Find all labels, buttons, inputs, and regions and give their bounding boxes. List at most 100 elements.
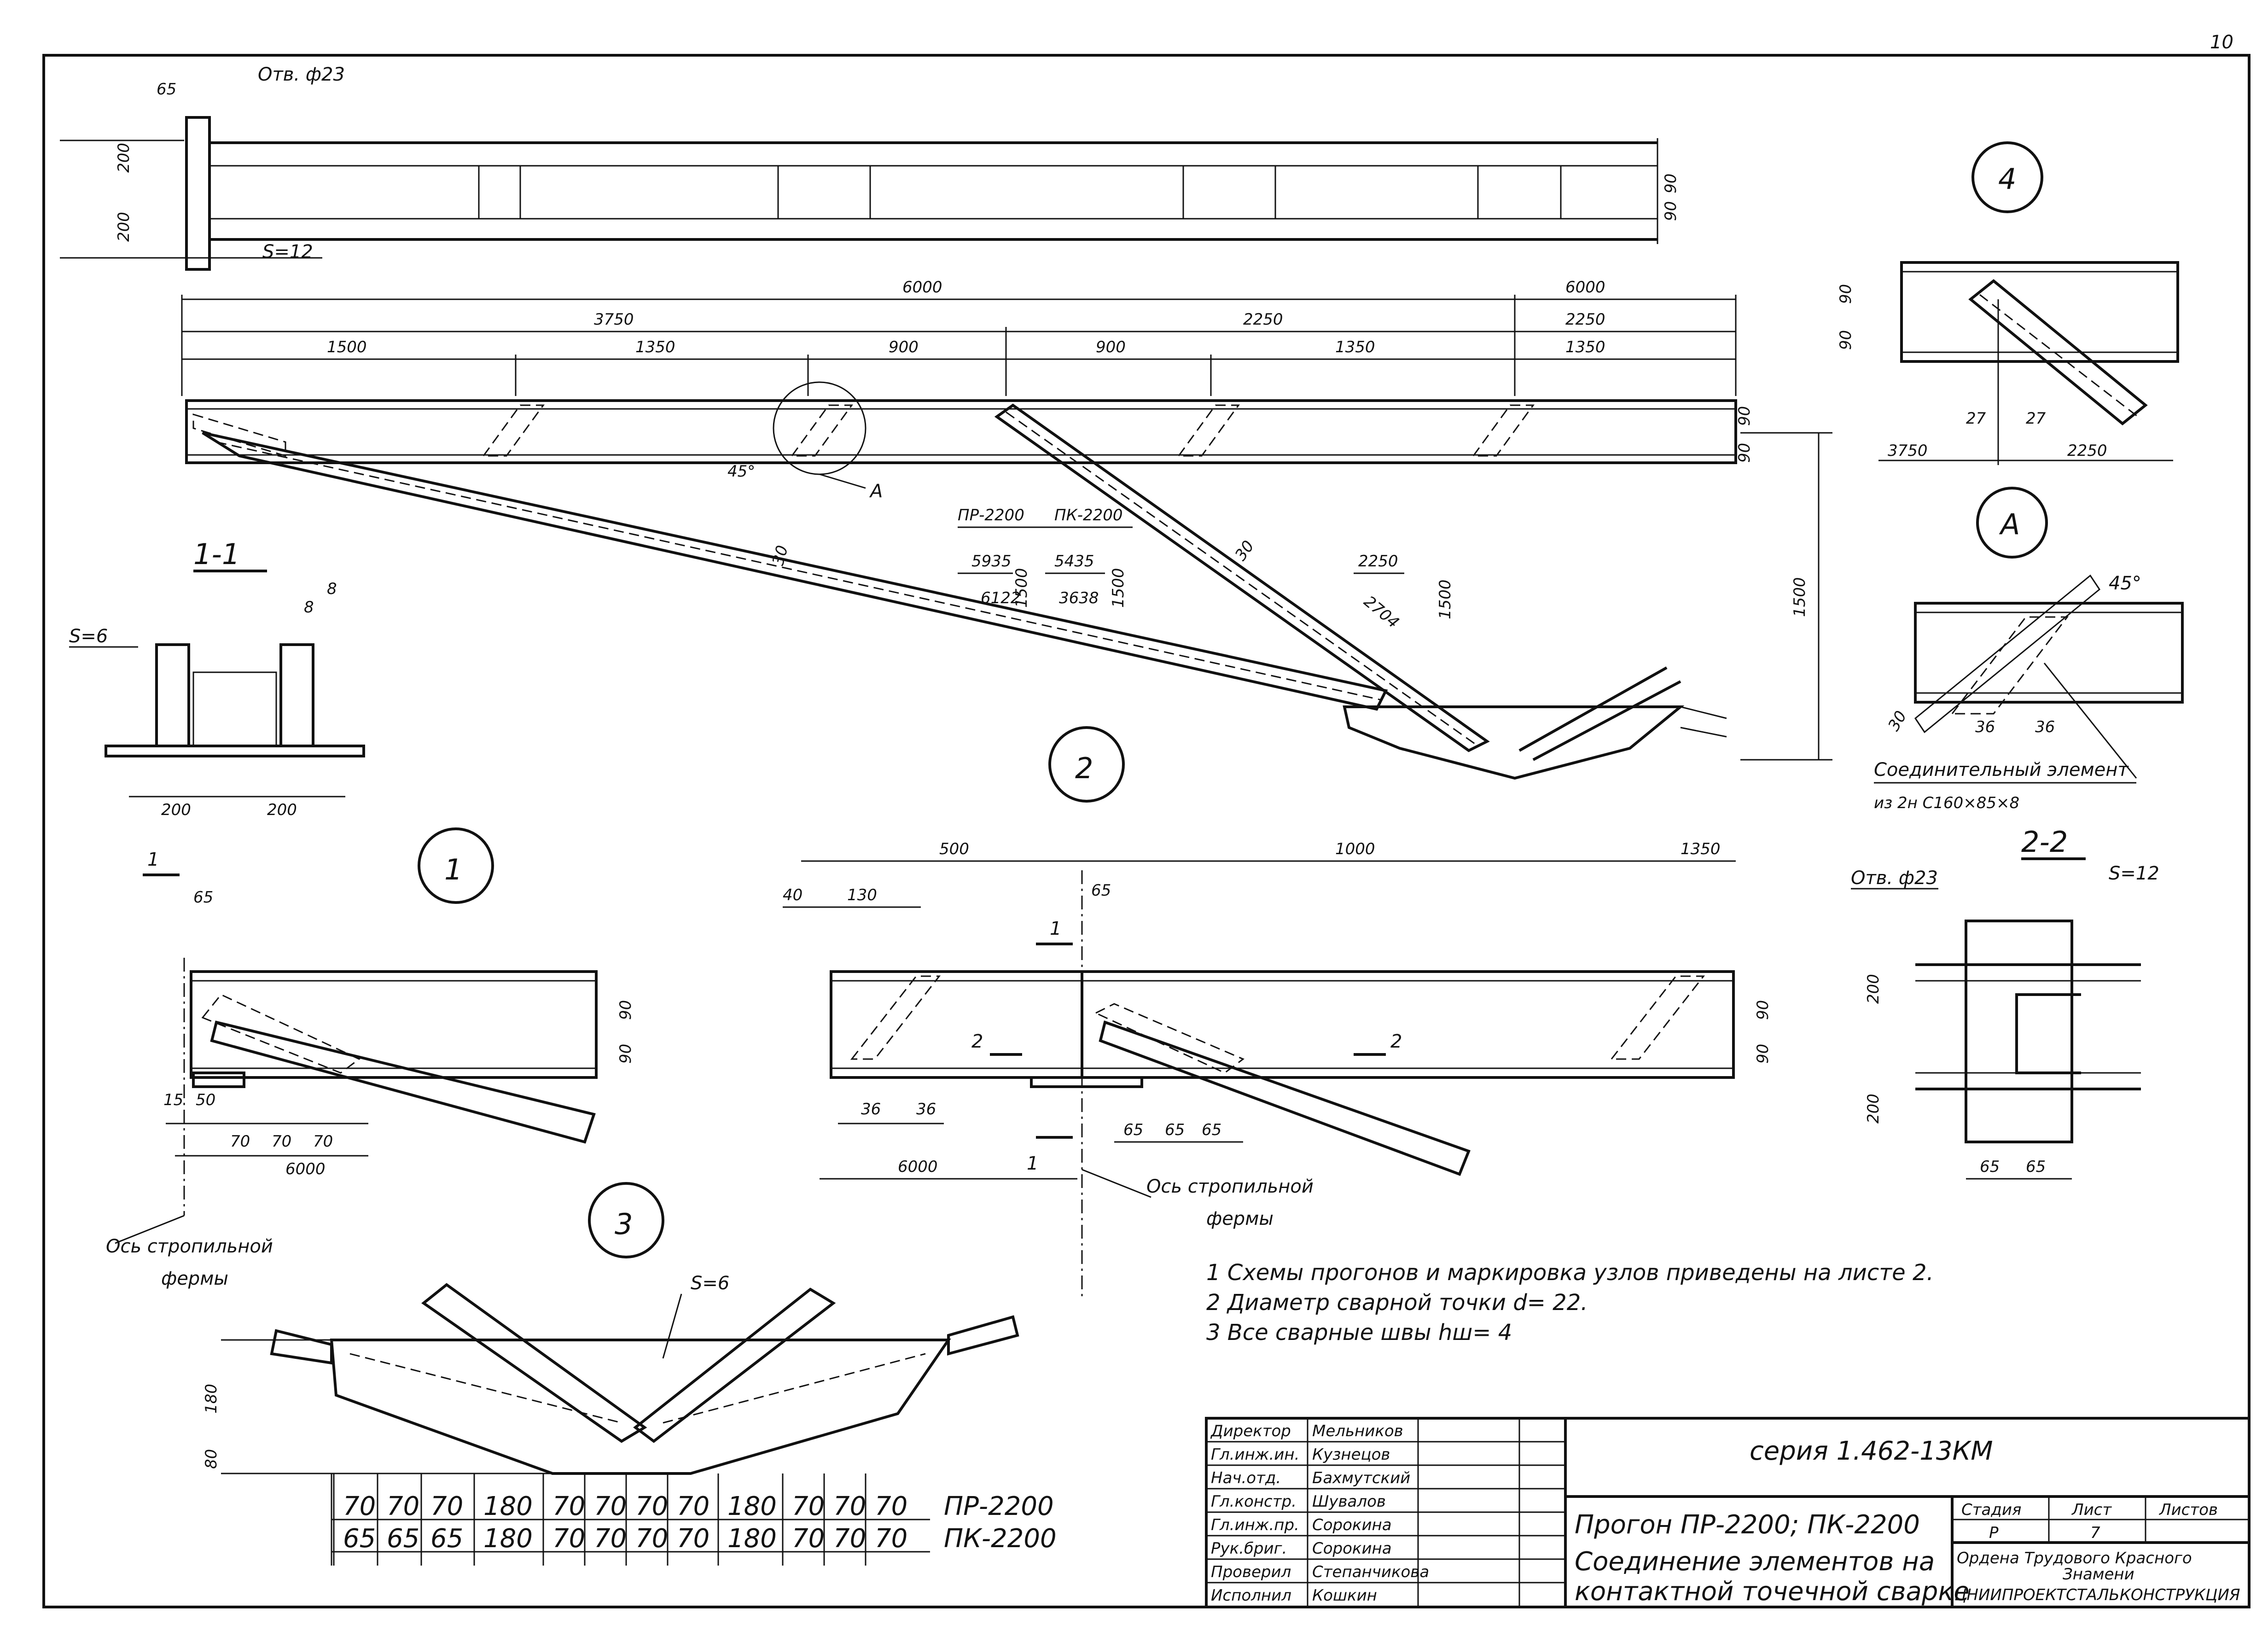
notes: 1 Схемы прогонов и маркировка узлов прив…	[1206, 1260, 1934, 1345]
tb-subtitle: Соединение элементов на	[1575, 1547, 1935, 1577]
detail-3-pr-dim: 70	[552, 1491, 585, 1521]
s22-title: 2-2	[2021, 825, 2068, 859]
tb-name: Степанчикова	[1312, 1563, 1429, 1581]
s11-pk-1500: 1500	[1109, 568, 1128, 608]
detail-1-cut: 1	[147, 849, 159, 870]
detail-3-pr-dim: 70	[875, 1491, 907, 1521]
detail-2-circle	[1048, 726, 1125, 803]
s11-dim-6000b: 6000	[1565, 278, 1605, 297]
tb-role: Рук.бриг.	[1211, 1539, 1287, 1558]
detail-4-dim-90a: 90	[1837, 284, 1855, 304]
s22-dim-65b: 65	[2026, 1158, 2046, 1176]
detail-2-dim-6000: 6000	[898, 1158, 938, 1176]
s22-hole: Отв. ф23	[1851, 868, 1938, 889]
detail-3-pr-dim: 70	[343, 1491, 376, 1521]
detail-3-pk-dim: 70	[833, 1524, 866, 1554]
detail-2-dim-130: 130	[847, 886, 877, 904]
s11-rb-1500: 1500	[1436, 579, 1454, 619]
note-2: 2 Диаметр сварной точки d= 22.	[1206, 1290, 1588, 1316]
note-1: 1 Схемы прогонов и маркировка узлов прив…	[1206, 1260, 1934, 1286]
tb-series: серия 1.462-13КМ	[1750, 1436, 1993, 1466]
detail-3-pk-dim: 70	[635, 1524, 668, 1554]
detail-3-pr-dim: 70	[792, 1491, 825, 1521]
tb-org-1: Ордена Трудового Красного	[1957, 1549, 2192, 1567]
s11-pr-1500: 1500	[1012, 568, 1031, 608]
s11-dim-6000a: 6000	[902, 278, 942, 297]
small-weld-b: 8	[304, 598, 314, 617]
detail-4-number: 4	[1998, 162, 2016, 196]
detail-2-dim-65a: 65	[1123, 1121, 1143, 1139]
tb-sheet-header: Лист	[2071, 1501, 2112, 1519]
s11-pr-6122: 6122	[981, 589, 1021, 607]
tb-stage-header: Стадия	[1961, 1501, 2021, 1519]
tb-role: Гл.инж.пр.	[1211, 1516, 1299, 1534]
small-plate-label: S=6	[69, 626, 108, 647]
detail-2-cut-1a: 1	[1050, 918, 1061, 939]
tb-name: Бахмутский	[1312, 1469, 1410, 1487]
s11-dim-2250b: 2250	[1565, 310, 1605, 329]
detail-3-pk-dim: 70	[875, 1524, 907, 1554]
s11-header-pk: ПК-2200	[1054, 506, 1123, 524]
tb-name: Кошкин	[1312, 1586, 1377, 1605]
detail-1-dim-90a: 90	[616, 1000, 635, 1020]
s11-dim-900a: 900	[889, 338, 919, 356]
section-1-1-elevation: 6000 6000 3750 2250 2250 1500 1350 900 9…	[181, 278, 1832, 780]
detail-4-dim-27a: 27	[1966, 409, 1986, 428]
top-dim-200a: 200	[115, 143, 133, 173]
s11-header-pr: ПР-2200	[958, 506, 1024, 524]
tb-role: Проверил	[1211, 1563, 1291, 1581]
tb-name: Сорокина	[1312, 1516, 1392, 1534]
tb-role: Исполнил	[1211, 1586, 1291, 1605]
detail-2-dim-36b: 36	[916, 1100, 936, 1118]
detail-1-axis: Ось стропильной	[106, 1236, 273, 1257]
tb-role: Гл.инж.ин.	[1211, 1445, 1299, 1464]
s22-plate: S=12	[2109, 863, 2159, 884]
detail-1-dim-70a: 70	[230, 1132, 250, 1151]
tb-role: Нач.отд.	[1211, 1469, 1281, 1487]
s11-brace-width-a: 30	[769, 543, 792, 567]
detail-3-pk-dim: 65	[387, 1524, 419, 1554]
detail-a-dim-36a: 36	[1975, 718, 1995, 736]
detail-4-circle	[1971, 141, 2043, 213]
s11-dim-3750: 3750	[594, 310, 634, 329]
detail-2-cut-2a: 2	[971, 1031, 983, 1052]
top-dim-90a: 90	[1662, 174, 1680, 193]
detail-3-circle	[588, 1182, 664, 1258]
detail-3-plate: S=6	[691, 1273, 729, 1294]
detail-3-pr-dim: 180	[483, 1491, 533, 1521]
detail-2-number: 2	[1075, 751, 1093, 785]
top-dim-90b: 90	[1662, 201, 1680, 221]
detail-1-dim-50: 50	[196, 1091, 215, 1109]
s11-angle: 45°	[727, 462, 755, 481]
detail-3-pk-dim: 70	[594, 1524, 627, 1554]
small-dim-200b: 200	[267, 801, 297, 819]
top-view: 65 Отв. ф23 200 200 S=12 90 90	[60, 64, 1680, 271]
detail-3-label-pk: ПК-2200	[944, 1524, 1057, 1554]
tb-subtitle2: контактной точечной сварке	[1575, 1577, 1970, 1607]
small-weld-a: 8	[327, 580, 337, 598]
detail-3-pk-dim: 70	[677, 1524, 709, 1554]
detail-2-dim-65b: 65	[1165, 1121, 1185, 1139]
detail-2-dim-500: 500	[939, 840, 969, 858]
detail-1-dim-70c: 70	[313, 1132, 333, 1151]
detail-1-number: 1	[444, 853, 462, 886]
s11-pr-5935: 5935	[971, 552, 1012, 571]
small-dim-200a: 200	[161, 801, 191, 819]
s11-rb-2704: 2704	[1360, 592, 1402, 632]
page-number: 10	[2210, 32, 2233, 53]
detail-1-dim-70b: 70	[272, 1132, 291, 1151]
detail-3-pk-dim: 180	[727, 1524, 777, 1554]
detail-3-pr-dim: 70	[430, 1491, 463, 1521]
tb-org-2: Знамени	[2063, 1565, 2134, 1584]
detail-3-pk-dim: 180	[483, 1524, 533, 1554]
detail-2-dim-40: 40	[783, 886, 803, 904]
tb-name: Сорокина	[1312, 1539, 1392, 1558]
detail-a-dim-36b: 36	[2035, 718, 2055, 736]
detail-3-pr-dim: 70	[594, 1491, 627, 1521]
small-section: S=6 8 8 200 200	[69, 580, 365, 819]
